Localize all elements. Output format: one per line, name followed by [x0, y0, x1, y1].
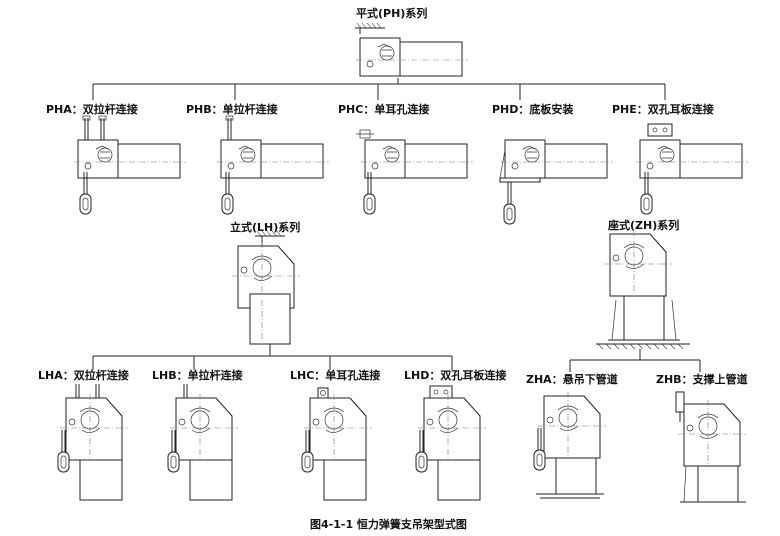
pha-text: 双拉杆连接 — [82, 103, 138, 116]
lhd-code: LHD： — [404, 369, 441, 382]
lhb-text: 单拉杆连接 — [187, 369, 243, 382]
pha-label: PHA：双拉杆连接 — [46, 104, 138, 116]
lhb-label: LHB：单拉杆连接 — [152, 370, 243, 382]
lhc-figure — [301, 387, 373, 501]
phd-text: 底板安装 — [529, 103, 574, 116]
ph-branch-lines — [92, 78, 666, 100]
lhc-label: LHC：单耳孔连接 — [290, 370, 380, 382]
lhc-code: LHC： — [290, 369, 326, 382]
zha-code: ZHA： — [526, 373, 563, 386]
lhd-figure — [415, 385, 487, 501]
phe-figure — [635, 123, 749, 215]
lhc-text: 单耳孔连接 — [325, 369, 381, 382]
phe-label: PHE：双孔耳板连接 — [612, 104, 714, 116]
phc-label: PHC：单耳孔连接 — [338, 104, 429, 116]
zh-branch-lines — [569, 349, 701, 372]
lhb-code: LHB： — [152, 369, 188, 382]
phe-text: 双孔耳板连接 — [647, 103, 714, 116]
lh-series-title: 立式(LH)系列 — [230, 221, 301, 234]
phc-code: PHC： — [338, 103, 375, 116]
zhb-text: 支撑上管道 — [692, 373, 748, 386]
phb-figure — [216, 115, 330, 215]
phc-figure — [356, 129, 474, 215]
pha-code: PHA： — [46, 103, 83, 116]
lhd-text: 双孔耳板连接 — [440, 369, 507, 382]
zhb-code: ZHB： — [656, 373, 693, 386]
lhd-label: LHD：双孔耳板连接 — [404, 370, 506, 382]
zh-series-title: 座式(ZH)系列 — [608, 219, 680, 232]
lha-text: 双拉杆连接 — [73, 369, 129, 382]
phb-code: PHB： — [186, 103, 223, 116]
phc-text: 单耳孔连接 — [374, 103, 430, 116]
lh-branch-lines — [92, 344, 453, 370]
phe-code: PHE： — [612, 103, 648, 116]
lha-label: LHA：双拉杆连接 — [38, 370, 129, 382]
phd-code: PHD： — [492, 103, 530, 116]
phd-label: PHD：底板安装 — [492, 104, 573, 116]
ph-series-title: 平式(PH)系列 — [356, 7, 428, 20]
zhb-label: ZHB：支撑上管道 — [656, 374, 748, 386]
lh-series-main-figure — [231, 230, 301, 345]
phd-figure — [499, 139, 614, 225]
figure-caption: 图4-1-1 恒力弹簧支吊架型式图 — [310, 518, 467, 531]
lha-figure — [57, 384, 129, 501]
phb-text: 单拉杆连接 — [222, 103, 278, 116]
zha-label: ZHA：悬吊下管道 — [526, 374, 618, 386]
lha-code: LHA： — [38, 369, 74, 382]
zha-figure — [533, 391, 607, 499]
zh-series-main-figure — [596, 229, 690, 350]
pha-figure — [73, 115, 187, 215]
phb-label: PHB：单拉杆连接 — [186, 104, 278, 116]
zhb-figure — [675, 391, 747, 503]
ph-series-main-figure — [354, 22, 469, 77]
lhb-figure — [167, 384, 239, 501]
zha-text: 悬吊下管道 — [562, 373, 618, 386]
